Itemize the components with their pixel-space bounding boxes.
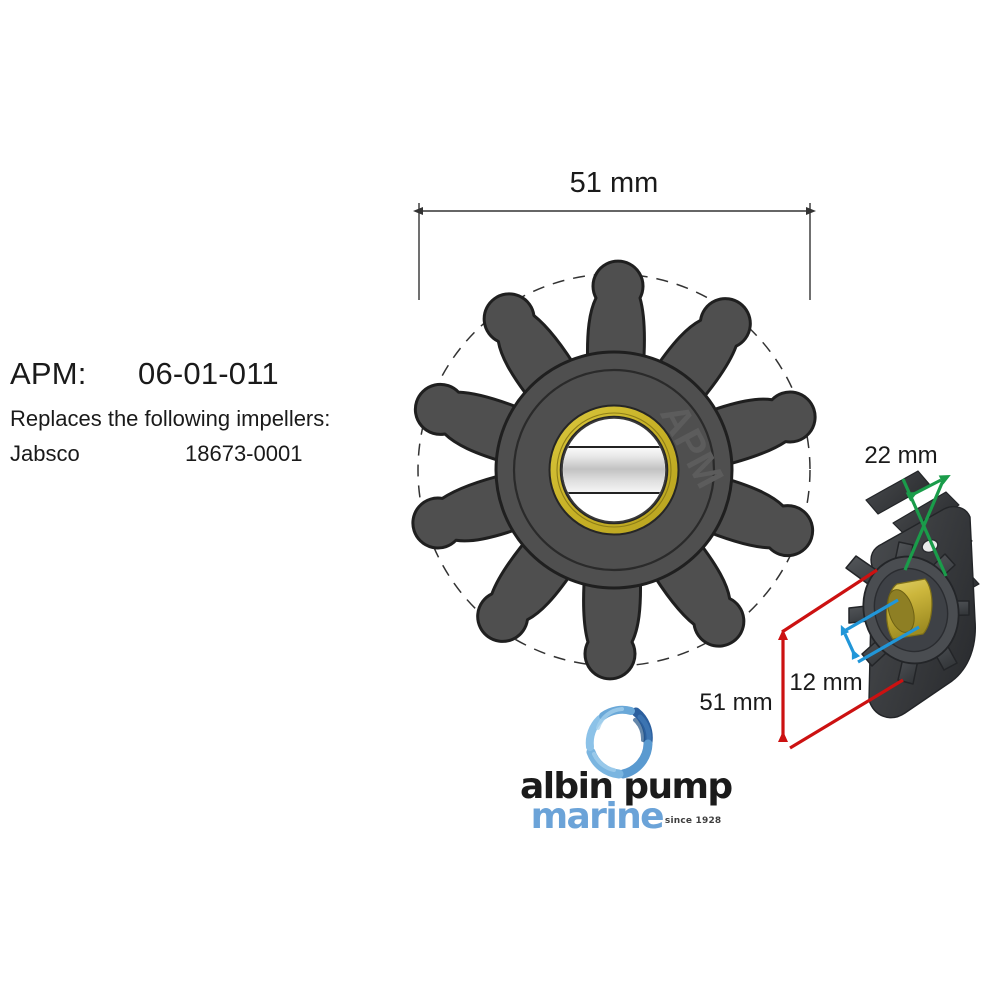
dimension-outer-diameter: 51 mm (413, 167, 816, 300)
specification-text-block: APM: 06-01-011 Replaces the following im… (10, 356, 410, 467)
replaces-heading: Replaces the following impellers: (10, 406, 331, 431)
dimension-bore-3d: 12 mm (789, 598, 920, 696)
apm-part-number: 06-01-011 (138, 356, 279, 391)
dimension-outer-diameter-3d: 51 mm (699, 568, 904, 750)
cross-reference-code: 18673-0001 (185, 441, 303, 466)
brass-insert-ring (549, 405, 679, 535)
dimension-label-outer-diameter-3d: 51 mm (699, 689, 772, 716)
dimension-label-bore-3d: 12 mm (789, 669, 862, 696)
envelope-dashed-circle (417, 273, 811, 667)
cross-reference-row: Jabsco 18673-0001 (10, 441, 410, 467)
logo-line-marine: marine (530, 796, 665, 838)
shaft-spline-band (563, 446, 665, 494)
dimension-height-3d: 22 mm (864, 442, 951, 577)
logo-line-albin-pump: albin pump (520, 766, 733, 807)
cross-reference-brand: Jabsco (10, 441, 80, 466)
dimension-label-outer-diameter: 51 mm (570, 167, 659, 199)
impeller-3d-model (845, 470, 980, 719)
impeller-front-view: APM (411, 259, 817, 681)
apm-label: APM: (10, 356, 87, 391)
apm-part-line: APM: 06-01-011 (10, 356, 410, 392)
logo-tagline: since 1928 (664, 816, 722, 827)
swirl-icon (578, 700, 660, 782)
impeller-hub-scribe-line (512, 368, 716, 572)
dimension-label-height-3d: 22 mm (864, 442, 937, 469)
